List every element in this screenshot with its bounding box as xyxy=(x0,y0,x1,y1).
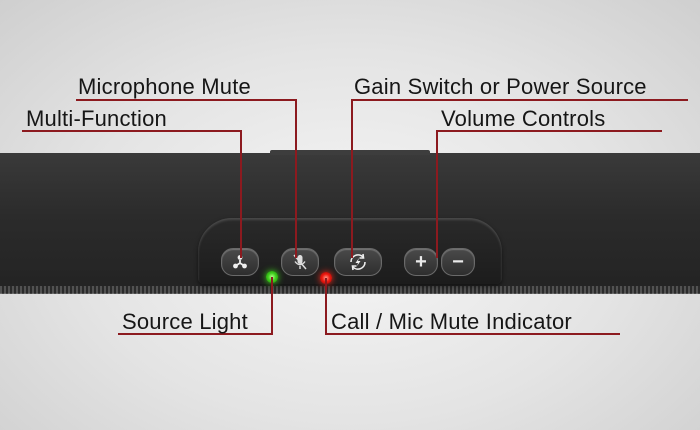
source-light-label: Source Light xyxy=(122,309,248,334)
speaker-bar-top-strip xyxy=(270,150,430,155)
gain-switch-label: Gain Switch or Power Source xyxy=(354,74,647,99)
gain-switch-button[interactable] xyxy=(334,248,382,276)
speaker-grille xyxy=(0,286,700,294)
volume-controls-label: Volume Controls xyxy=(441,106,606,131)
power-source-icon xyxy=(350,253,366,271)
leader-multi-function xyxy=(22,130,242,258)
microphone-mute-button[interactable] xyxy=(281,248,319,276)
multi-function-label: Multi-Function xyxy=(26,106,167,131)
leader-volume-controls xyxy=(436,130,662,258)
volume-down-button[interactable]: − xyxy=(441,248,475,276)
microphone-mute-label: Microphone Mute xyxy=(78,74,251,99)
leader-source-light xyxy=(118,277,273,335)
leader-call-mic-mute xyxy=(325,278,620,335)
call-mic-mute-label: Call / Mic Mute Indicator xyxy=(331,309,572,334)
volume-up-button[interactable]: + xyxy=(404,248,438,276)
leader-microphone-mute xyxy=(76,99,297,258)
leader-gain-switch xyxy=(351,99,688,258)
